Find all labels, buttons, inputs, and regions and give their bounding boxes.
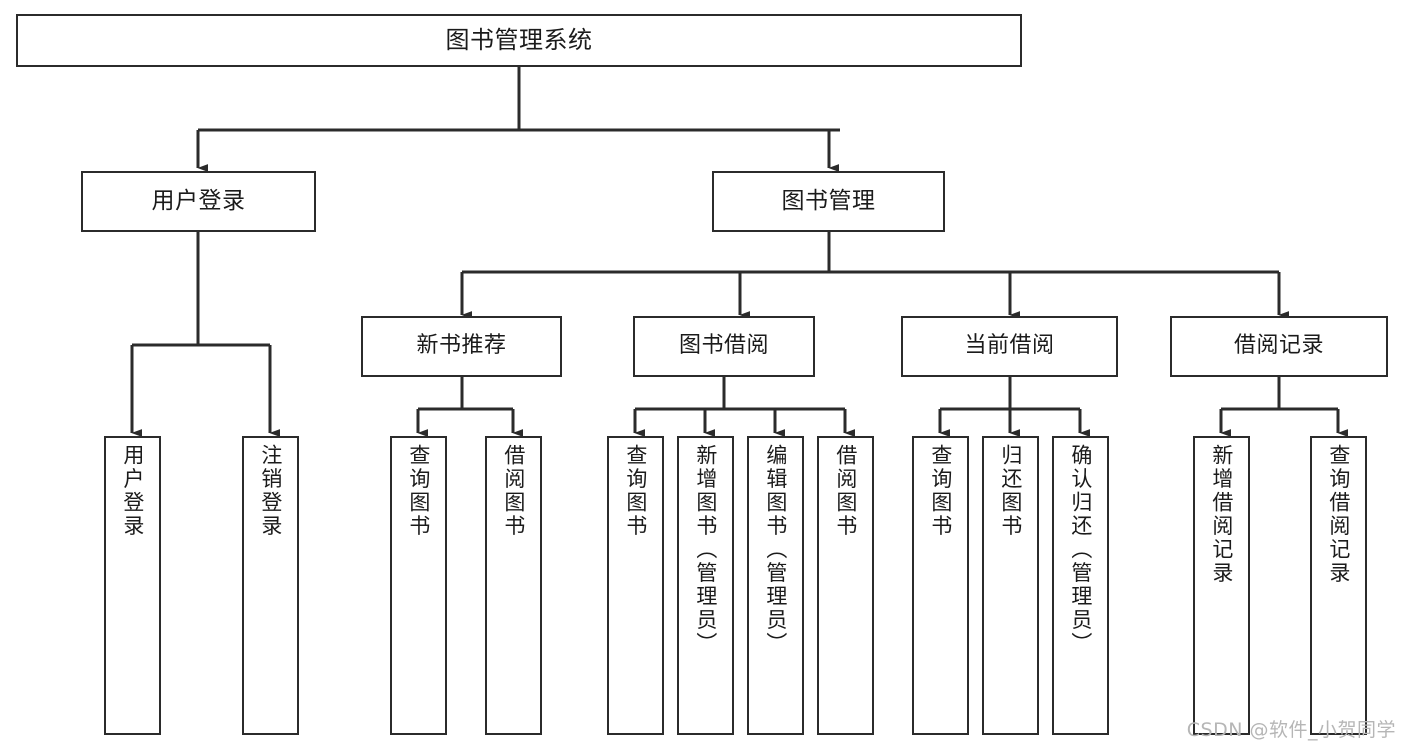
node-new-book-recommend-label: 新书推荐 [416, 333, 507, 359]
node-leaf-add-record[interactable]: 新增借阅记录 [1193, 436, 1250, 735]
node-leaf-add-record-label: 新增借阅记录 [1209, 444, 1234, 585]
node-borrow-record[interactable]: 借阅记录 [1170, 316, 1388, 377]
node-leaf-query-book-2-label: 查询图书 [623, 444, 648, 538]
connector-root-to-level2 [196, 67, 840, 172]
node-leaf-query-book-3[interactable]: 查询图书 [912, 436, 969, 735]
node-borrow-record-label: 借阅记录 [1233, 333, 1324, 359]
node-book-management[interactable]: 图书管理 [712, 171, 945, 232]
node-leaf-query-record[interactable]: 查询借阅记录 [1310, 436, 1367, 735]
connector-new-book-recommend-to-leaves [416, 377, 524, 437]
node-leaf-add-book-label: 新增图书（管理员） [693, 444, 718, 656]
node-leaf-edit-book[interactable]: 编辑图书（管理员） [747, 436, 804, 735]
node-leaf-query-book-2[interactable]: 查询图书 [607, 436, 664, 735]
node-new-book-recommend[interactable]: 新书推荐 [361, 316, 562, 377]
node-leaf-return-book-label: 归还图书 [998, 444, 1023, 538]
node-leaf-borrow-book-2-label: 借阅图书 [833, 444, 858, 538]
node-user-login-label: 用户登录 [151, 187, 246, 214]
connector-current-borrow-to-leaves [938, 377, 1091, 437]
node-user-login[interactable]: 用户登录 [81, 171, 316, 232]
node-leaf-query-book-3-label: 查询图书 [928, 444, 953, 538]
node-leaf-query-record-label: 查询借阅记录 [1326, 444, 1351, 585]
node-leaf-borrow-book-1-label: 借阅图书 [501, 444, 526, 538]
node-root[interactable]: 图书管理系统 [16, 14, 1022, 67]
connector-user-login-to-leaves [130, 232, 281, 437]
node-leaf-confirm-return-label: 确认归还（管理员） [1068, 444, 1093, 656]
node-leaf-add-book[interactable]: 新增图书（管理员） [677, 436, 734, 735]
node-root-label: 图书管理系统 [445, 26, 593, 55]
node-leaf-user-login[interactable]: 用户登录 [104, 436, 161, 735]
node-book-borrow[interactable]: 图书借阅 [633, 316, 815, 377]
connector-book-management-to-level3 [460, 232, 1290, 319]
node-leaf-query-book-1-label: 查询图书 [406, 444, 431, 538]
connector-borrow-record-to-leaves [1219, 377, 1349, 437]
node-leaf-borrow-book-1[interactable]: 借阅图书 [485, 436, 542, 735]
node-leaf-return-book[interactable]: 归还图书 [982, 436, 1039, 735]
node-leaf-confirm-return[interactable]: 确认归还（管理员） [1052, 436, 1109, 735]
node-leaf-logout[interactable]: 注销登录 [242, 436, 299, 735]
node-current-borrow-label: 当前借阅 [964, 333, 1055, 359]
node-leaf-logout-label: 注销登录 [258, 444, 283, 538]
node-leaf-user-login-label: 用户登录 [120, 444, 145, 538]
node-book-borrow-label: 图书借阅 [678, 333, 769, 359]
connector-book-borrow-to-leaves [633, 377, 856, 437]
node-current-borrow[interactable]: 当前借阅 [901, 316, 1118, 377]
node-leaf-edit-book-label: 编辑图书（管理员） [763, 444, 788, 656]
node-book-management-label: 图书管理 [781, 187, 876, 214]
node-leaf-query-book-1[interactable]: 查询图书 [390, 436, 447, 735]
node-leaf-borrow-book-2[interactable]: 借阅图书 [817, 436, 874, 735]
